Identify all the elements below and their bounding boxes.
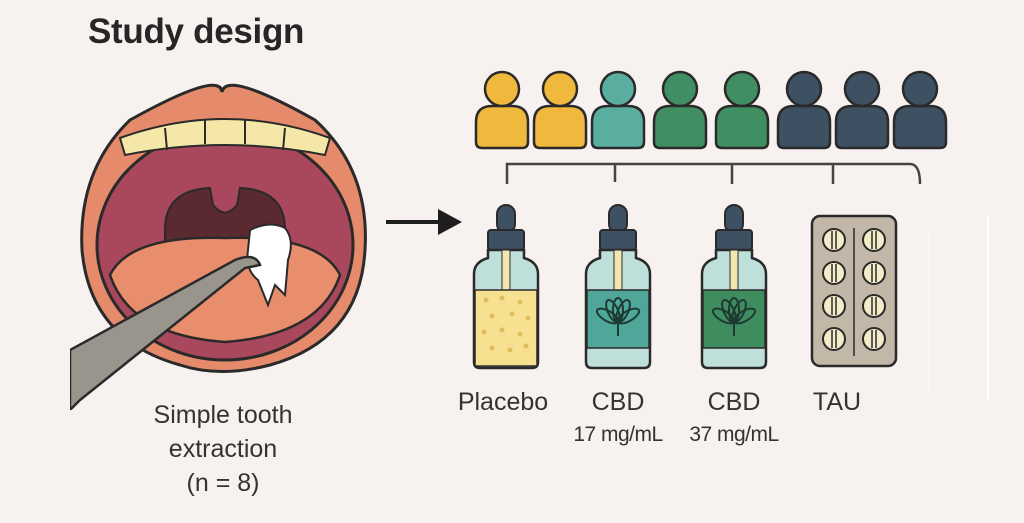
person-icon — [714, 70, 770, 150]
pill-icon — [862, 327, 886, 351]
arm-label-tau: TAU — [812, 388, 862, 416]
pill-icon — [862, 228, 886, 252]
forceps-icon — [70, 255, 262, 410]
arm-dose-cbd-17: 17 mg/mL — [573, 423, 663, 446]
faint-panel-outline — [928, 217, 989, 400]
page-title: Study design — [88, 12, 305, 51]
dropper-bottle-icon — [472, 204, 540, 370]
person-icon — [652, 70, 708, 150]
arm-dose-cbd-37: 37 mg/mL — [689, 423, 779, 446]
arm-label-cbd-17: CBD — [591, 388, 645, 416]
mouth-extraction-illustration — [70, 83, 367, 410]
treatment-arms — [472, 204, 898, 370]
pill-icon — [822, 327, 846, 351]
person-icon — [474, 70, 530, 150]
cannabis-leaf-icon — [595, 297, 641, 336]
person-icon — [776, 70, 832, 150]
pill-icon — [822, 261, 846, 285]
person-icon — [892, 70, 948, 150]
person-icon — [590, 70, 646, 150]
cbd-bottle-icon — [584, 204, 652, 370]
sample-size: (n = 8) — [186, 469, 260, 497]
cannabis-leaf-icon — [711, 297, 757, 336]
person-icon — [834, 70, 890, 150]
arm-label-placebo: Placebo — [457, 388, 549, 416]
pill-icon — [862, 294, 886, 318]
cbd-bottle-icon — [700, 204, 768, 370]
arm-label-cbd-37: CBD — [707, 388, 761, 416]
person-icon — [532, 70, 588, 150]
procedure-line-1: Simple tooth — [153, 401, 293, 429]
procedure-line-2: extraction — [168, 435, 278, 463]
procedure-caption: Simple tooth extraction (n = 8) — [118, 398, 328, 500]
pill-icon — [822, 228, 846, 252]
pill-blister-icon — [810, 214, 898, 368]
arrow-right-icon — [386, 209, 462, 235]
pill-icon — [862, 261, 886, 285]
allocation-bracket — [505, 162, 922, 185]
pill-icon — [822, 294, 846, 318]
participant-group — [474, 70, 948, 150]
